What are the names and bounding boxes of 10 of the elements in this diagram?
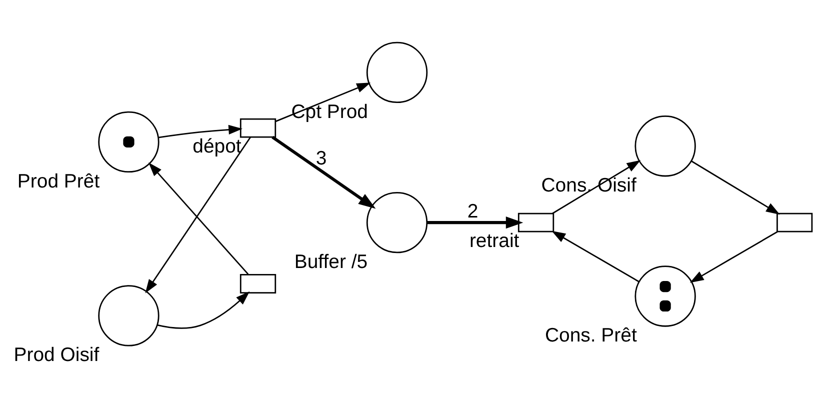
node-label: Cpt Prod: [291, 100, 368, 123]
node-label: Prod Oisif: [14, 344, 100, 366]
edge-label: 3: [316, 147, 327, 170]
edge-label: 2: [467, 200, 478, 222]
node-label: Cons. Prêt: [544, 324, 637, 347]
node-label: Prod Prêt: [17, 170, 100, 192]
node-label: retrait: [469, 230, 520, 252]
node-label: Cons. Oisif: [541, 174, 636, 197]
node-label: Buffer /5: [294, 251, 368, 274]
node-label: dépot: [192, 136, 242, 158]
